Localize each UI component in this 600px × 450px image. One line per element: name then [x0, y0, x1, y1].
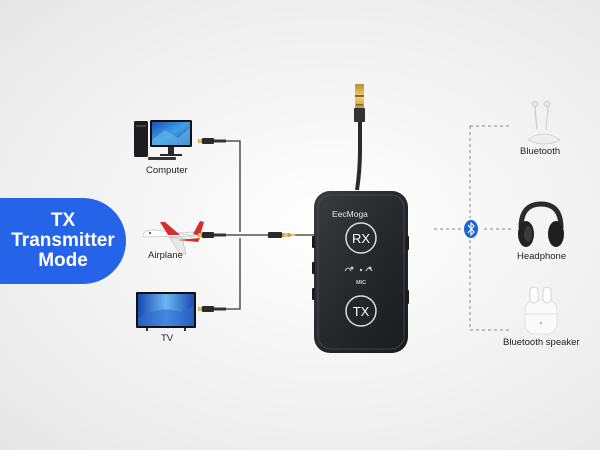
airplane-label: Airplane	[148, 250, 183, 261]
airplane-icon	[142, 221, 204, 255]
earbuds-label: Bluetooth	[520, 146, 561, 157]
device-input-jack	[268, 232, 296, 238]
mode-badge-line1: TX	[50, 210, 76, 231]
mode-badge: TX Transmitter Mode	[0, 198, 126, 284]
computer-jack	[198, 138, 226, 144]
source-cables	[226, 140, 314, 310]
headphone-label: Headphone	[517, 251, 567, 262]
tv-label: TV	[161, 333, 174, 344]
bluetooth-links	[434, 125, 512, 331]
bluetooth-icon	[464, 220, 478, 238]
device-antenna-cable	[354, 84, 365, 191]
mode-badge-line3: Mode	[38, 250, 88, 271]
speaker-icon	[524, 286, 558, 335]
device-brand: EecMoga	[332, 209, 368, 219]
mode-badge-line2: Transmitter	[11, 230, 115, 251]
rx-button[interactable]	[345, 222, 377, 254]
headphone-icon	[518, 201, 564, 247]
tx-button[interactable]	[345, 295, 377, 327]
airplane-jack	[198, 232, 226, 238]
tx-label: TX	[353, 304, 370, 319]
computer-label: Computer	[146, 165, 188, 176]
tv-icon	[136, 292, 196, 331]
earbuds-icon	[527, 100, 561, 145]
tv-jack	[198, 306, 226, 312]
speaker-label: Bluetooth speaker	[503, 337, 580, 348]
computer-icon	[134, 120, 192, 160]
rx-label: RX	[352, 231, 370, 246]
mic-label: MIC	[356, 280, 366, 286]
transmitter-device	[312, 191, 409, 353]
